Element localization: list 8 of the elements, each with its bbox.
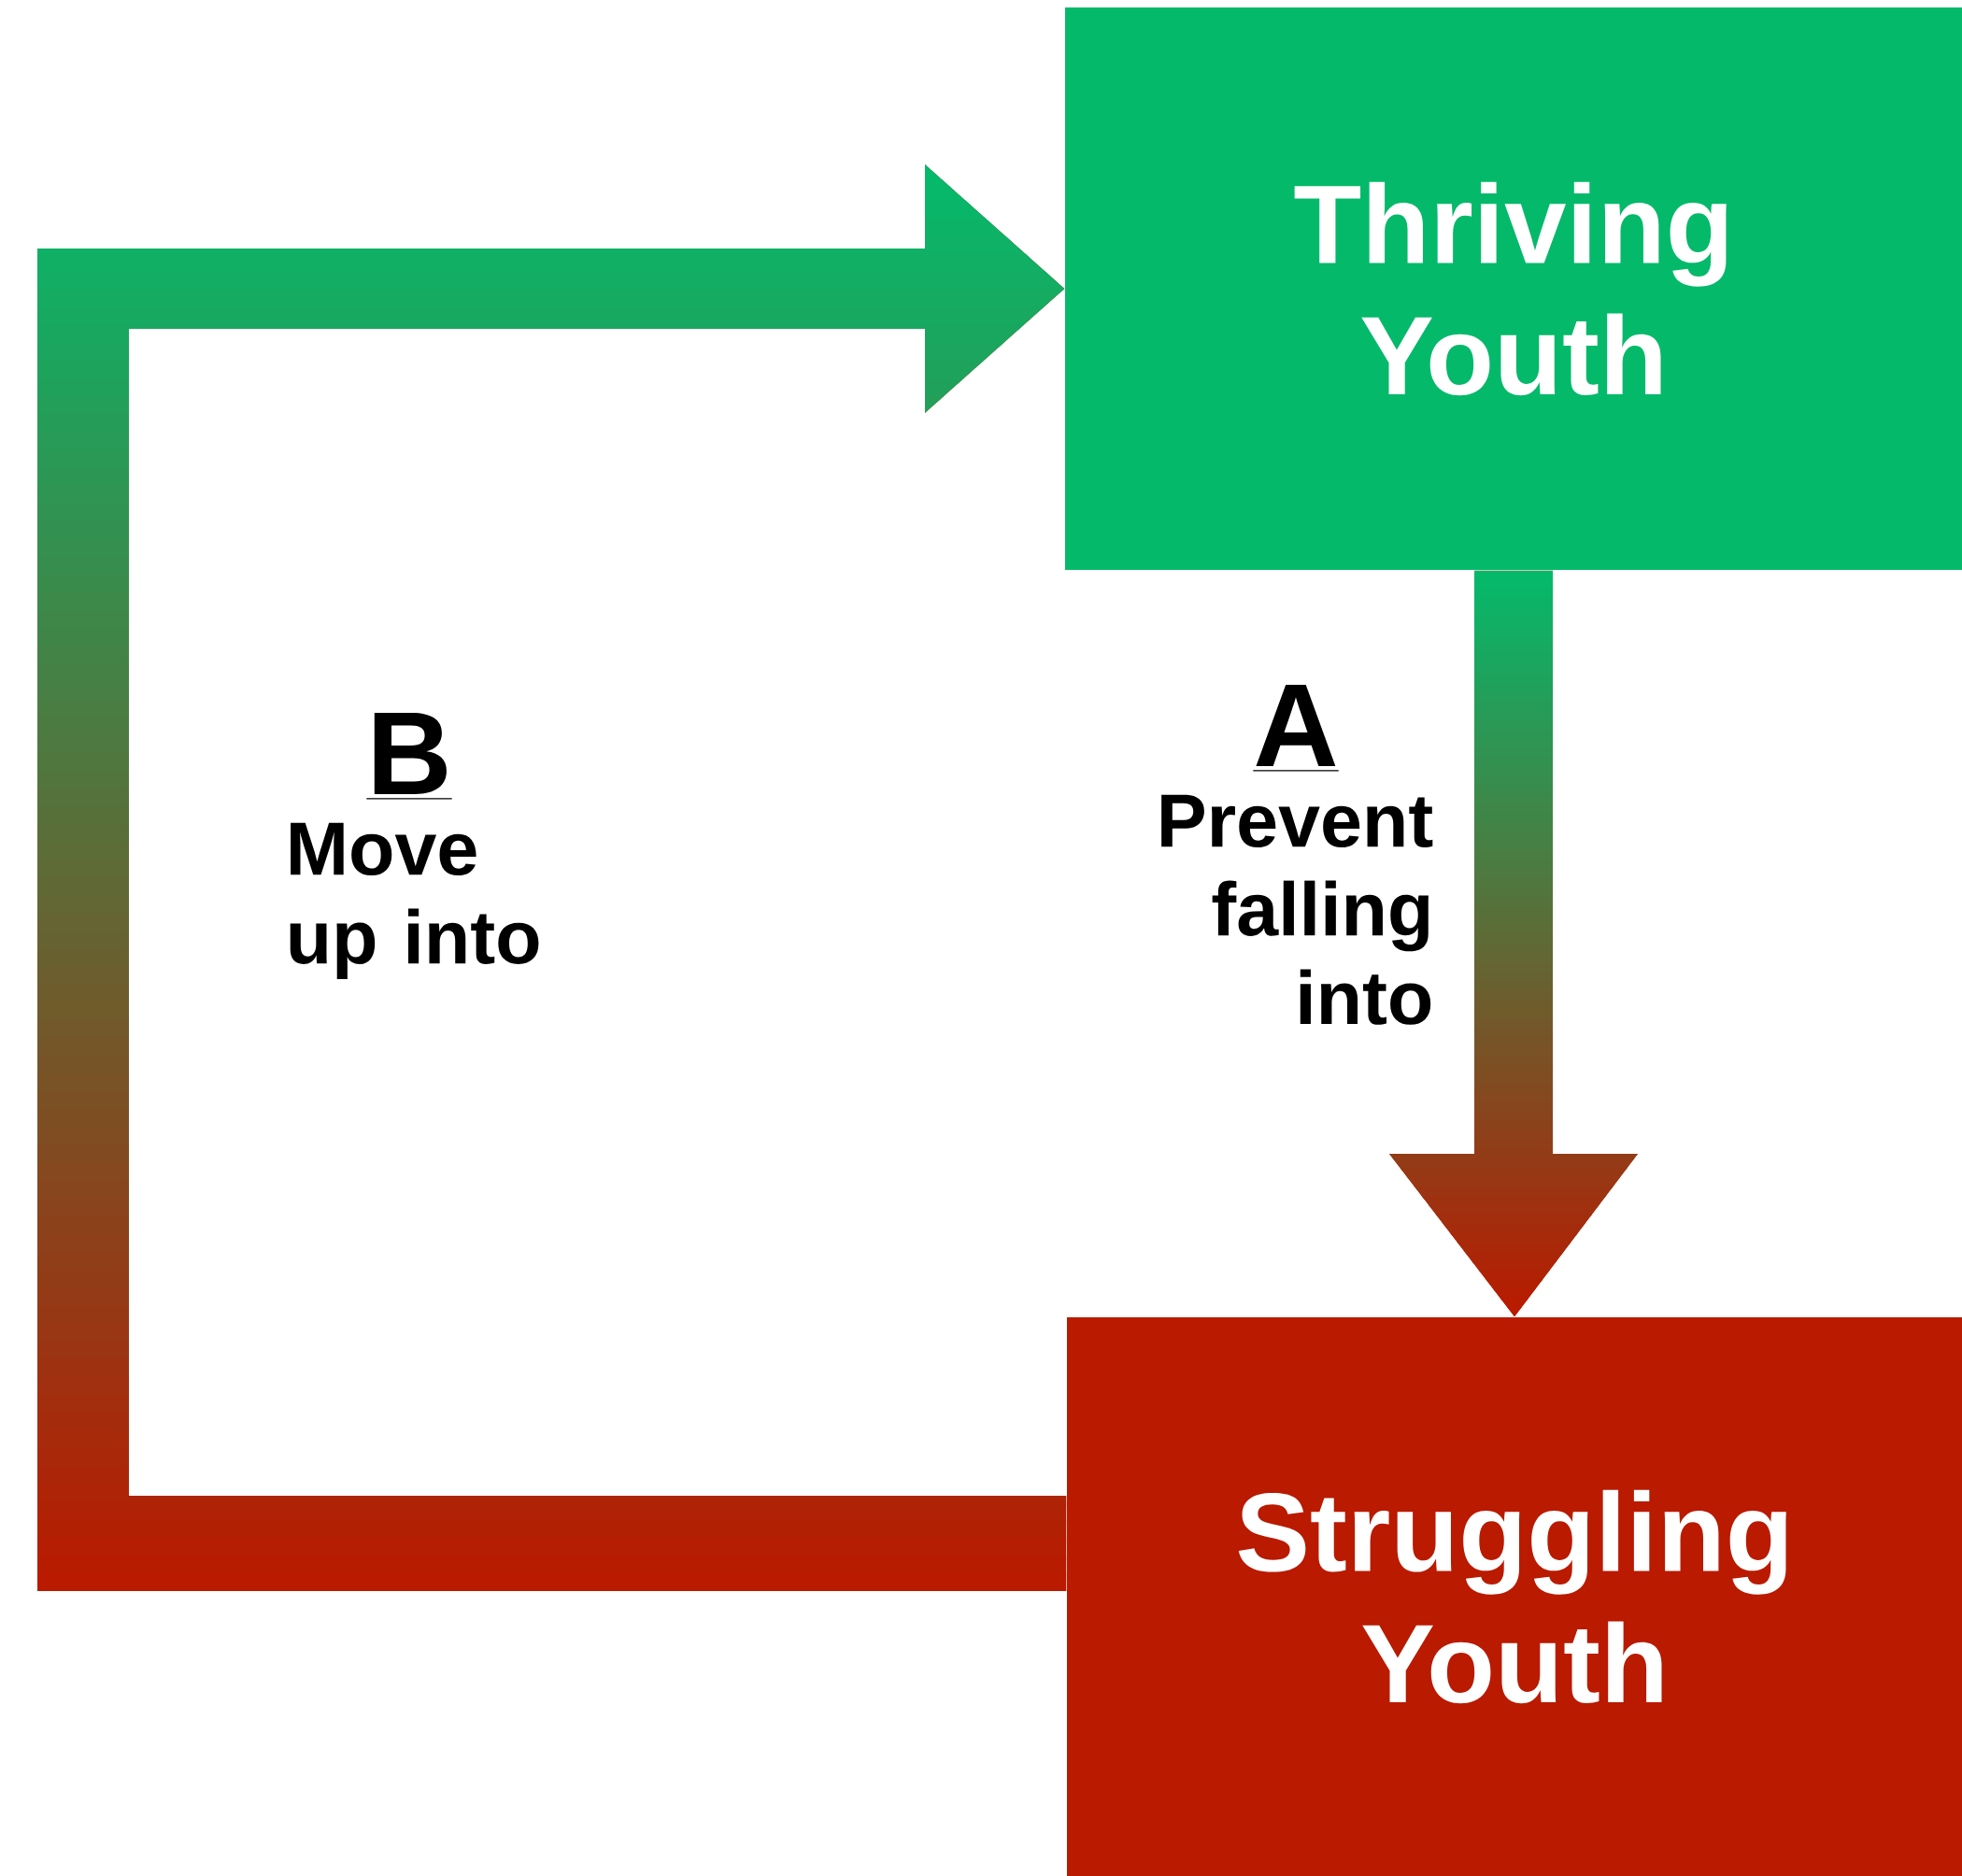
state-box: Thriving Youth bbox=[1065, 7, 1962, 570]
letter-label: A bbox=[1252, 684, 1340, 772]
arrow-label: Move up into bbox=[290, 822, 539, 979]
state-box: Struggling Youth bbox=[1067, 1317, 1962, 1876]
arrow-label: Prevent falling into bbox=[1161, 794, 1433, 1025]
letter-label: B bbox=[365, 712, 453, 800]
arrow bbox=[37, 164, 1067, 1591]
arrow bbox=[1389, 570, 1638, 1317]
